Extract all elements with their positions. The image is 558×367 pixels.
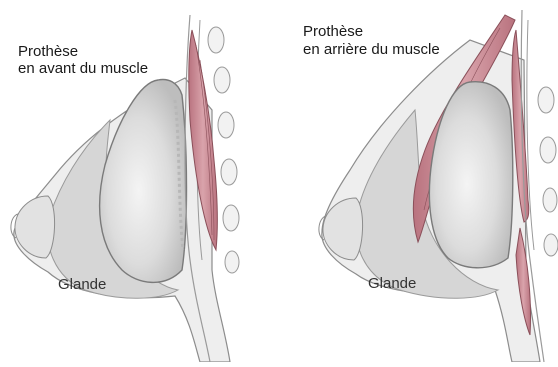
panel-left-title-line2: en avant du muscle [18,61,148,76]
panel-right-title-line1: Prothèse [303,24,363,39]
panel-left-gland-label: Glande [58,277,106,292]
panel-right [319,10,558,362]
panel-left-title-line1: Prothèse [18,44,78,59]
panel-right-title-line2: en arrière du muscle [303,42,440,57]
panel-right-gland-label: Glande [368,276,416,291]
implant-left [100,80,187,283]
ribs-right [538,87,558,256]
